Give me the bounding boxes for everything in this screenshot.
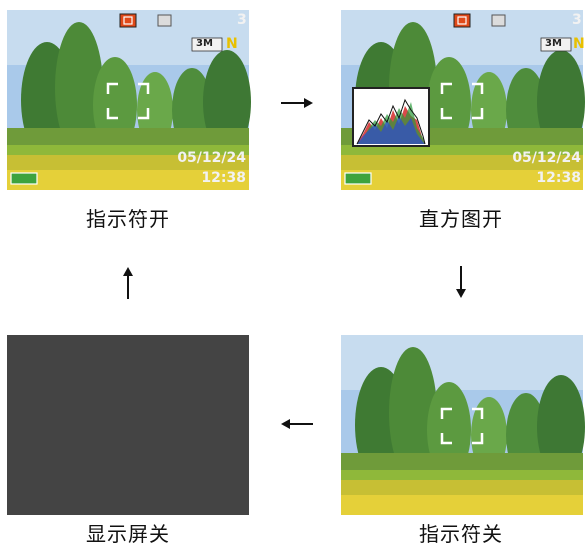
label-indicator-off: 指示符关	[419, 522, 503, 546]
battery-icon	[10, 172, 38, 185]
panel-histogram-on: 3 3M N 05/12/24 12:38	[341, 10, 585, 190]
arrow-right-icon	[281, 98, 313, 108]
histogram-icon	[352, 87, 430, 147]
flash-icon	[491, 14, 506, 27]
panel-indicator-off	[341, 335, 585, 515]
record-mode-icon	[119, 13, 137, 28]
landscape-image	[341, 335, 585, 515]
label-screen-off: 显示屏关	[86, 522, 170, 546]
image-size: 3M	[545, 38, 562, 49]
flash-icon	[157, 14, 172, 27]
arrow-left-icon	[281, 419, 313, 429]
label-indicator-on: 指示符开	[86, 207, 170, 231]
landscape-image	[341, 10, 585, 190]
date: 05/12/24	[177, 150, 246, 166]
battery-icon	[344, 172, 372, 185]
time: 12:38	[536, 170, 581, 186]
record-mode-icon	[453, 13, 471, 28]
shot-count: 3	[572, 12, 582, 28]
landscape-image	[7, 10, 251, 190]
shot-count: 3	[237, 12, 247, 28]
date: 05/12/24	[512, 150, 581, 166]
quality: N	[226, 36, 238, 52]
label-histogram-on: 直方图开	[419, 207, 503, 231]
panel-indicator-on: 3 3M N 05/12/24 12:38	[7, 10, 251, 190]
image-size: 3M	[196, 38, 213, 49]
panel-screen-off	[7, 335, 249, 515]
arrow-up-icon	[123, 267, 133, 299]
time: 12:38	[201, 170, 246, 186]
quality: N	[573, 36, 585, 52]
arrow-down-icon	[456, 266, 466, 298]
